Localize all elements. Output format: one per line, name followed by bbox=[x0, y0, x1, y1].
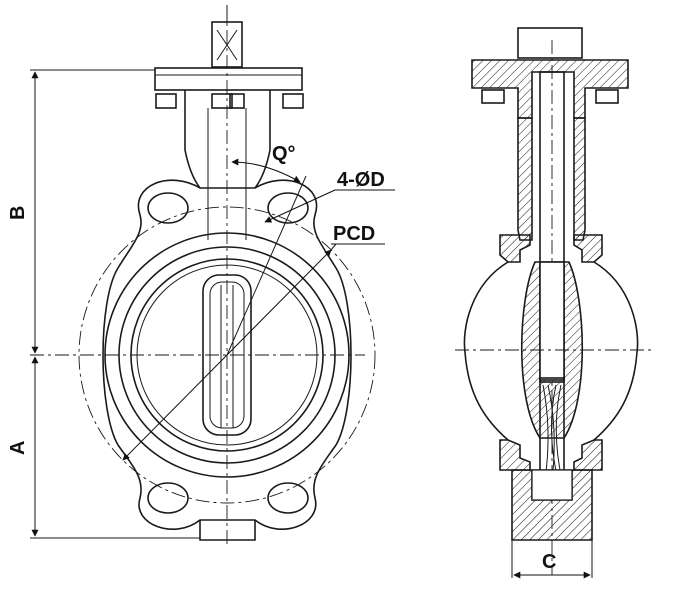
angle-label: Q° bbox=[272, 143, 296, 165]
lower-seat-right bbox=[573, 439, 603, 471]
front-view: Q° 4-ØD PCD B A bbox=[7, 5, 395, 545]
upper-seat-left bbox=[499, 234, 531, 263]
side-flange-section bbox=[471, 59, 629, 119]
lug-hole-bottom-right bbox=[267, 482, 309, 514]
pcd-circle bbox=[78, 206, 376, 504]
dimension-c-label: C bbox=[542, 551, 556, 573]
lower-seat-left bbox=[499, 439, 531, 471]
side-body-outline bbox=[463, 261, 509, 441]
lug-hole-bottom-left bbox=[147, 482, 189, 514]
hole-leader-line bbox=[264, 189, 336, 223]
flange-bolts bbox=[155, 93, 304, 109]
side-top-cap bbox=[517, 27, 583, 59]
upper-seat-right bbox=[573, 234, 603, 263]
dimension-b-label: B bbox=[7, 206, 29, 220]
angle-arc bbox=[231, 158, 301, 183]
lug-hole-top-right bbox=[267, 192, 309, 224]
dimension-a-label: A bbox=[7, 441, 29, 455]
lug-hole-top-left bbox=[147, 192, 189, 224]
top-flange bbox=[154, 67, 303, 91]
side-section-view: C bbox=[455, 27, 655, 579]
holes-label: 4-ØD bbox=[337, 169, 385, 191]
pcd-label: PCD bbox=[333, 223, 375, 245]
